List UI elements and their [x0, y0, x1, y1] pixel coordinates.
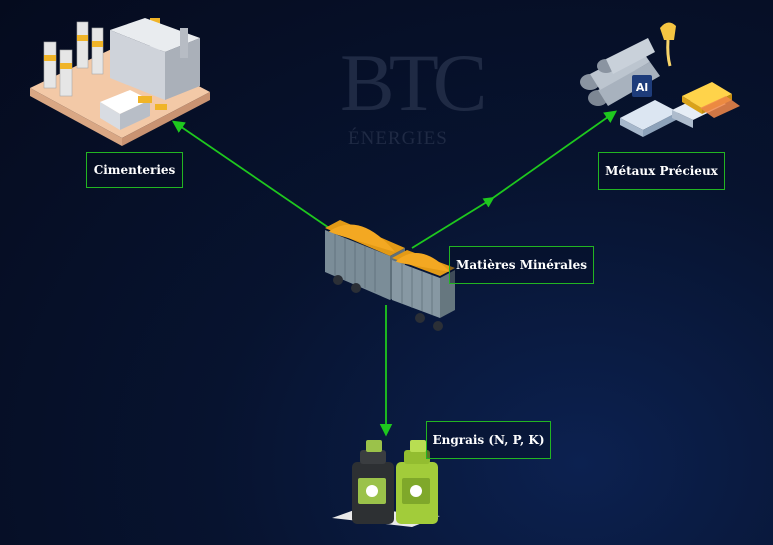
cement-factory-icon [30, 18, 210, 146]
node-label-cimenteries: Cimenteries [86, 152, 183, 188]
flow-arrows [171, 110, 618, 437]
arrow-to-metaux [411, 110, 618, 249]
fertilizer-bottles-icon [332, 440, 440, 527]
mineral-wagon-icon [325, 220, 455, 331]
node-label-matieres-minerales: Matières Minérales [449, 246, 594, 284]
node-label-metaux-precieux: Métaux Précieux [598, 152, 725, 190]
metal-ingots-icon: Al [580, 22, 740, 137]
arrow-to-cimenteries [171, 120, 336, 233]
btc-energies-watermark: BTC ÉNERGIES [330, 37, 488, 155]
watermark-subtitle: ÉNERGIES [348, 128, 448, 149]
node-label-engrais: Engrais (N, P, K) [426, 421, 551, 459]
watermark-letters: BTC [340, 37, 488, 128]
ingot-element-label: Al [636, 81, 648, 94]
